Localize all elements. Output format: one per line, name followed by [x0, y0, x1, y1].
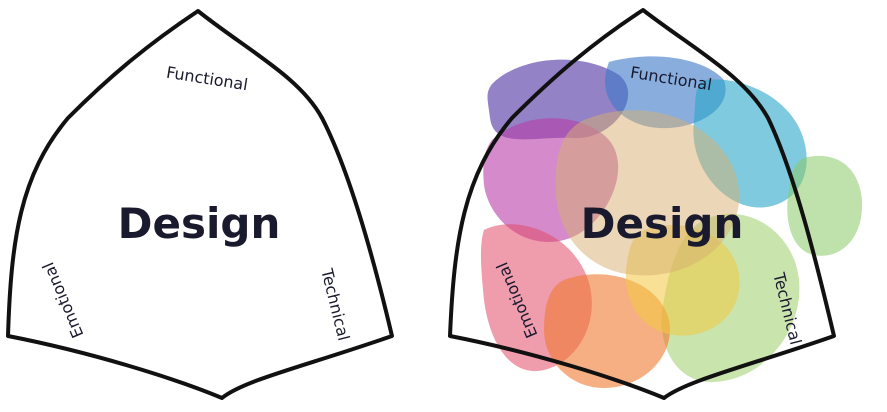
- colorful-design-diagram: Functional Design Emotional Technical: [444, 0, 887, 412]
- shield-outline: [6, 9, 394, 400]
- emotional-label: Emotional: [38, 259, 87, 340]
- plain-design-diagram: Functional Design Emotional Technical: [0, 0, 443, 412]
- design-title-overlay: Design: [581, 199, 744, 248]
- tan-blob: [555, 110, 740, 276]
- color-blobs: [480, 56, 863, 388]
- shield-outline-overlay: [448, 8, 836, 400]
- technical-label: Technical: [317, 266, 353, 343]
- colorful-diagram-svg: Functional Design Emotional Technical: [448, 8, 863, 400]
- design-title: Design: [118, 199, 281, 248]
- plain-diagram-svg: Functional Design Emotional Technical: [6, 9, 394, 400]
- functional-label: Functional: [165, 63, 249, 95]
